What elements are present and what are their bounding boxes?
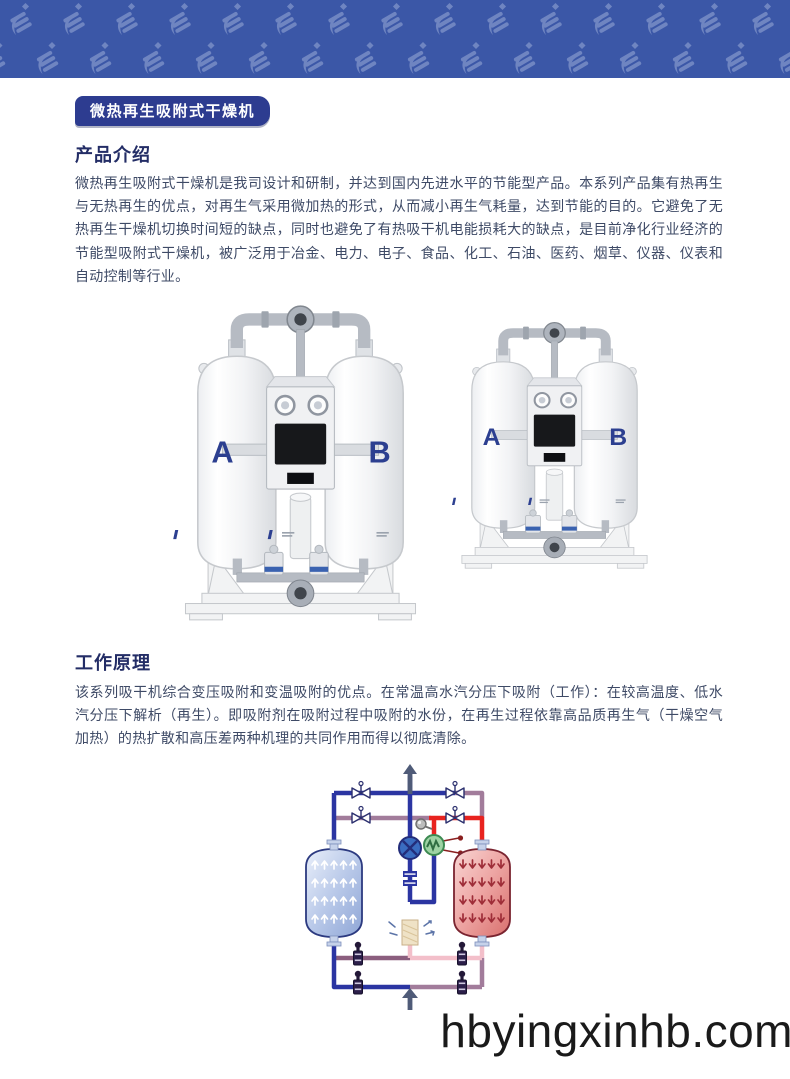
product-photo-small [447, 317, 662, 573]
air-outlet-arrow [403, 764, 417, 794]
pressure-regulator-symbol [415, 818, 433, 830]
orifice-symbol [403, 871, 417, 886]
exhaust-pipe-plum [410, 958, 485, 990]
blower-valve-symbol [398, 836, 422, 860]
butterfly-valve [351, 805, 371, 824]
brand-logo-pattern [0, 0, 790, 78]
exhaust-pipe-pink [407, 945, 485, 961]
section-body-intro: 微热再生吸附式干燥机是我司设计和研制，并达到国内先进水平的节能型产品。本系列产品… [75, 175, 723, 284]
butterfly-valve [445, 805, 465, 824]
section-body-principle: 该系列吸干机综合变压吸附和变温吸附的优点。在常温高水汽分压下吸附（工作）：在较高… [75, 684, 723, 747]
regenerating-tower-right [453, 848, 511, 938]
regen-gas-pipe [455, 790, 485, 818]
adsorbing-tower-left [305, 848, 363, 938]
section-heading-principle: 工作原理 [75, 653, 151, 673]
butterfly-valve [445, 780, 465, 799]
heater-symbol [423, 834, 464, 856]
air-inlet-arrow [402, 988, 418, 1010]
working-principle-diagram [305, 764, 511, 1010]
exhaust-spark-marks [388, 920, 435, 936]
product-photo-large [167, 299, 434, 626]
exhaust-muffler [388, 919, 435, 946]
header-band [0, 0, 790, 78]
watermark-text: hbyingxinhb.com [440, 1005, 790, 1057]
section-heading-intro: 产品介绍 [75, 145, 151, 165]
shutoff-valve [457, 970, 467, 995]
shutoff-valve [353, 941, 363, 966]
tank-nozzle [326, 839, 490, 947]
shutoff-valve [457, 941, 467, 966]
page-title-badge: 微热再生吸附式干燥机 [75, 96, 271, 126]
shutoff-valve [353, 970, 363, 995]
butterfly-valve [351, 780, 371, 799]
